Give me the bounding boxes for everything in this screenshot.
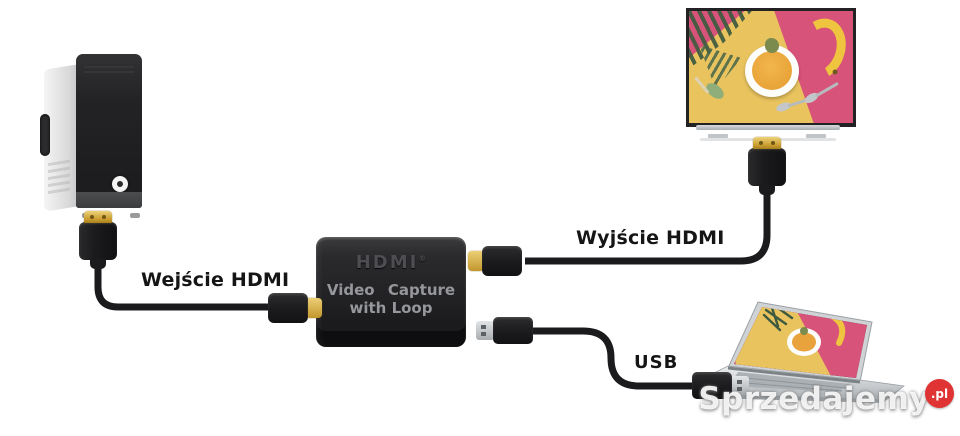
input-hdmi-cable [94, 250, 272, 311]
usb-plug-body [692, 372, 732, 399]
usb-plug-laptop-icon [692, 372, 749, 399]
watermark: Sprzedajemy .pl [698, 379, 954, 417]
hdmi-logo: HDMI® [316, 252, 466, 273]
pc-side-handle [40, 114, 50, 156]
tv-stand-foot [708, 134, 728, 138]
watermark-pl-badge: .pl [925, 379, 954, 408]
herb-garnish [765, 38, 780, 54]
usb-cable [528, 327, 700, 390]
hdmi-plug-tv-icon [748, 137, 786, 195]
hdmi-plug-body [268, 293, 308, 323]
usb-metal-tip-icon [476, 321, 493, 340]
pc-side-vents [48, 159, 70, 198]
pc-bottom-grille [76, 192, 142, 208]
hdmi-gold-tip-icon [468, 251, 482, 271]
soup [751, 51, 792, 91]
hdmi-gold-tip-icon [308, 298, 322, 318]
hdmi-plug-device-in-icon [268, 293, 322, 323]
pc-foot [130, 213, 140, 218]
hdmi-logo-text: HDMI [355, 252, 419, 273]
hdmi-plug-neck [759, 185, 775, 195]
laptop-front-edge [710, 394, 886, 403]
device-title-line1: Video Capture [326, 281, 456, 299]
pc-front-panel [76, 54, 142, 208]
output-hdmi-cable [525, 184, 771, 265]
output-hdmi-label: Wyjście HDMI [576, 227, 725, 249]
usb-label: USB [634, 352, 679, 373]
hdmi-gold-tip-icon [84, 211, 112, 223]
tv-bezel [686, 8, 856, 127]
hdmi-plug-pc-icon [79, 211, 117, 269]
hdmi-plug-body [482, 246, 522, 276]
tv-stand [696, 125, 840, 130]
hdmi-plug-body [79, 222, 117, 260]
tv-screen-image [689, 11, 853, 123]
hdmi-plug-device-out-icon [468, 246, 522, 276]
usb-metal-tip-icon [732, 376, 749, 395]
tv-stand-foot [806, 134, 826, 138]
hdmi-gold-tip-icon [753, 137, 781, 149]
usb-plug-body [493, 317, 533, 344]
usb-plug-device-icon [476, 317, 533, 344]
pc-power-button [112, 176, 128, 192]
hdmi-plug-body [748, 148, 786, 186]
hdmi-plug-neck [90, 259, 106, 269]
input-hdmi-label: Wejście HDMI [141, 269, 290, 291]
watermark-brand: Sprzedajemy [698, 381, 930, 417]
capture-device: HDMI® Video Capture with Loop [316, 237, 466, 347]
laptop-drawing [695, 301, 905, 403]
hdmi-logo-mark: ® [418, 254, 427, 263]
laptop-hinge [727, 366, 861, 384]
soup-bowl [744, 38, 799, 98]
spoon [802, 90, 820, 106]
tv-monitor [686, 8, 856, 144]
pc-front-vents [84, 66, 134, 76]
laptop [686, 290, 910, 405]
pc-tower [40, 54, 144, 218]
device-title-line2: with Loop [349, 299, 433, 317]
